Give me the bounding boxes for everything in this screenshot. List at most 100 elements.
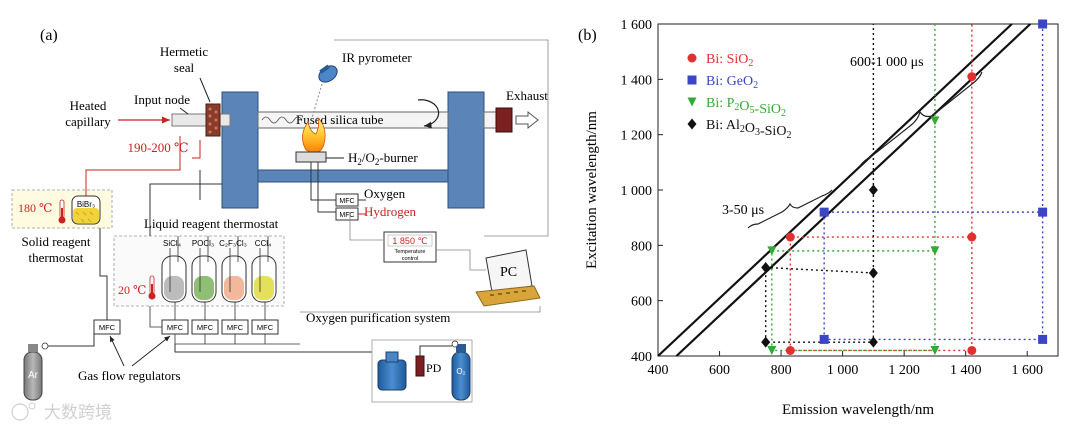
burner-label: H2/O2-burner: [348, 150, 418, 167]
reagent-label-sicl4: SiCl₄: [163, 239, 181, 248]
ar-to-solid-line: [99, 228, 108, 320]
mfc-row: MFC MFC MFC MFC MFC: [93, 319, 279, 335]
temp-control-wire: [349, 212, 384, 241]
mfc-2-label: MFC: [197, 323, 214, 332]
brace-long-lifetime: [859, 71, 983, 167]
data-point-series-4: [761, 261, 771, 273]
watermark: 大数跨境: [11, 402, 112, 422]
heated-capillary-label-1: Heated: [70, 98, 107, 113]
data-point-series-1: [785, 232, 795, 242]
legend-label-2: Bi: GeO2: [706, 74, 758, 91]
capillary-heater-line: [192, 140, 201, 159]
o2-cylinder-icon: [451, 340, 471, 401]
x-tick-label: 1 200: [888, 363, 920, 378]
legend-marker-2: [687, 75, 697, 85]
panel-b-chart: (b) 400 600 800 1 000 1 200 1 400 1 600 400 600…: [578, 18, 1059, 418]
data-point-series-2: [1038, 207, 1048, 217]
y-axis-ticks: 400 600 800 1 000 1 200 1 400 1 600: [621, 18, 663, 365]
ar-supply-line: [48, 334, 95, 347]
mfc-oxygen-label: MFC: [339, 198, 354, 205]
reagent-manifold-line: [149, 183, 222, 236]
x-tick-label: 1 000: [827, 363, 859, 378]
burner-gas-line-o2: [310, 162, 336, 201]
annotation-short-lifetime: 3-50 μs: [722, 203, 764, 218]
input-node-label: Input node: [134, 92, 190, 107]
input-node-tube: [171, 113, 231, 127]
y-tick-label: 1 000: [621, 184, 653, 199]
data-point-series-3: [930, 246, 940, 256]
bubbler-outlets: [177, 236, 269, 248]
guide-line-series-1: [789, 236, 973, 352]
data-point-series-4: [868, 336, 878, 348]
brace-short-lifetime: [747, 189, 833, 229]
bibr3-vessel: [71, 195, 101, 225]
hermetic-seal: [205, 103, 221, 137]
y-tick-label: 1 600: [621, 18, 653, 33]
panel-a-label: (a): [40, 27, 58, 44]
panel-b-label: (b): [578, 27, 597, 44]
data-point-series-2: [1038, 334, 1048, 344]
temperature-control-label-2: control: [402, 256, 419, 262]
data-point-series-4: [868, 267, 878, 279]
y-tick-label: 400: [631, 350, 652, 365]
x-tick-label: 1 600: [1011, 363, 1043, 378]
pc-label: PC: [500, 265, 517, 280]
exhaust-port: [495, 107, 513, 133]
temperature-display-value: 1 850 ℃: [392, 236, 427, 246]
lathe-right-headstock: [447, 91, 485, 209]
data-point-series-1: [967, 345, 977, 355]
plot-area: [657, 23, 1059, 357]
y-tick-label: 600: [631, 295, 652, 310]
watermark-logo-dot: [28, 402, 36, 410]
heated-capillary-label-2: capillary: [65, 114, 111, 129]
pc-control-wire: [436, 249, 486, 271]
thermometer-icon-solid: [58, 199, 66, 224]
rotation-arrow-icon: [417, 99, 440, 129]
bubbler-sicl4: [161, 248, 187, 303]
x-tick-label: 1 400: [950, 363, 982, 378]
x-axis-label: Emission wavelength/nm: [782, 402, 934, 418]
data-point-series-1: [967, 72, 977, 82]
data-markers: [761, 19, 1048, 355]
temperature-control-label-1: Temperature: [395, 249, 426, 255]
data-point-series-1: [785, 345, 795, 355]
reagent-label-c2f3cl3: C₂F₃Cl₃: [219, 239, 247, 248]
mfc-ar-label: MFC: [99, 323, 116, 332]
h2-o2-burner: [295, 151, 327, 163]
y-tick-label: 800: [631, 239, 652, 254]
oxygen-purification-label: Oxygen purification system: [306, 310, 450, 325]
x-tick-label: 800: [771, 363, 792, 378]
spiral-feed: [261, 116, 303, 124]
legend-marker-3: [687, 97, 697, 107]
data-point-series-4: [761, 336, 771, 348]
y-tick-label: 1 400: [621, 73, 653, 88]
bubbler-c2f3cl3: [221, 248, 247, 303]
solid-to-capillary-line: [85, 136, 181, 196]
liquid-thermostat-temperature: 20 ℃: [118, 283, 146, 297]
mfc-hydrogen-label: MFC: [339, 212, 354, 219]
legend-label-1: Bi: SiO2: [706, 52, 753, 69]
oxygen-label: Oxygen: [364, 186, 406, 201]
y-tick-label: 1 200: [621, 129, 653, 144]
flame-icon: [302, 116, 326, 155]
gas-flow-regulators-label: Gas flow regulators: [78, 368, 181, 383]
solid-thermostat-label-2: thermostat: [29, 250, 84, 265]
hermetic-seal-leader: [199, 77, 211, 103]
legend-label-3: Bi: P2O5-SiO2: [706, 96, 786, 119]
mfc-bypass-line: [149, 306, 162, 328]
exhaust-label: Exhaust: [506, 88, 548, 103]
liquid-thermostat-label: Liquid reagent thermostat: [144, 216, 279, 231]
o2-label: O₂: [456, 367, 465, 376]
mfc-4-label: MFC: [257, 323, 274, 332]
pd-filter: [415, 355, 425, 377]
bubbler-ccl4: [251, 248, 277, 303]
hermetic-seal-label-2: seal: [174, 60, 195, 75]
hermetic-seal-dots: [208, 107, 218, 134]
data-point-series-1: [967, 232, 977, 242]
watermark-text: 大数跨境: [44, 403, 112, 422]
y-axis-label: Excitation wavelength/nm: [584, 111, 600, 269]
guide-lines: [764, 24, 1044, 352]
